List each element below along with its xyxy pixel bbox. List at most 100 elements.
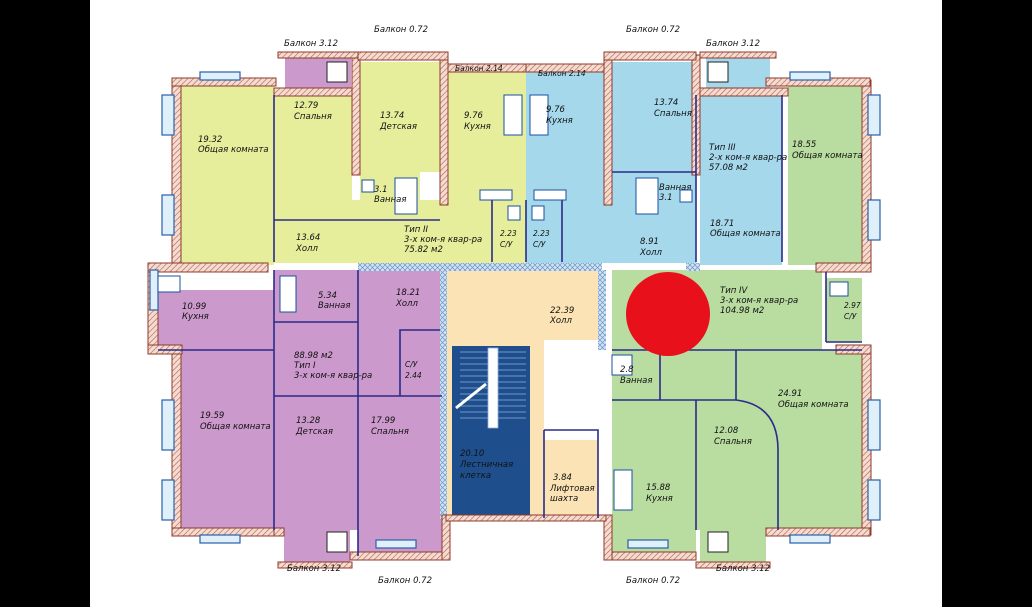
wall-top-f: [603, 51, 697, 61]
room-name-stair: Лестничная: [459, 460, 513, 470]
wall-int-13: [399, 329, 440, 396]
room-area-tl-living: 19.32: [198, 135, 222, 145]
room-area-tl-hall: 13.64: [296, 233, 320, 243]
room-name-tl-wc: С/У: [500, 240, 513, 249]
apt3-desc: 2-х ком-я квар-ра: [709, 153, 787, 163]
stair-well: [487, 347, 499, 429]
bathtub-3: [279, 275, 297, 313]
wall-bot-b: [273, 527, 285, 537]
wall-bot-d: [441, 514, 451, 561]
stair-arrow: [455, 382, 487, 410]
room-fill-lift: [544, 440, 598, 518]
balcony-label-c2: Балкон 2.14: [538, 69, 586, 78]
wall-top-c: [357, 51, 449, 61]
balcony-markers: [326, 61, 729, 553]
room-fill-tr-bedroom: [612, 62, 696, 172]
room-area-tl-bedroom: 12.79: [294, 101, 318, 111]
wall-mid-right: [815, 262, 872, 273]
room-area-lift: 3.84: [553, 473, 572, 483]
room-fill-l-hall-corridor: [274, 322, 440, 396]
room-name-tr2-living: Общая комната: [792, 151, 863, 161]
wall-int-curve: [735, 399, 779, 530]
room-area-l-hall: 18.21: [396, 288, 420, 298]
room-fill-tr2-living: [788, 85, 862, 265]
wall-v4: [603, 59, 613, 206]
room-area-tl-bath: 3.1: [374, 185, 388, 195]
balcony-corner-2: [707, 61, 729, 83]
window-1: [161, 94, 175, 136]
balcony-label-tl: Балкон 3.12: [284, 39, 338, 49]
toilet-1: [361, 179, 375, 193]
apt1-desc: 3-х ком-я квар-ра: [294, 371, 372, 381]
room-name-l-kitchen: Кухня: [182, 312, 209, 322]
window-8: [867, 479, 881, 521]
window-6: [867, 199, 881, 241]
room-name-tr-kitchen: Кухня: [546, 116, 573, 126]
wall-top-g: [695, 87, 789, 97]
balcony-rail-1: [277, 51, 359, 59]
room-name-tl-kids: Детская: [379, 122, 417, 132]
apt4-desc: 3-х ком-я квар-ра: [720, 296, 798, 306]
apt3-area: 57.08 м2: [709, 163, 748, 173]
wall-int-9: [695, 95, 783, 262]
room-name-stair-2: клетка: [460, 471, 491, 481]
room-fill-tr-living: [700, 95, 782, 265]
balcony-label-bl2: Балкон 0.72: [378, 576, 432, 586]
room-name-tl-bath: Ванная: [374, 195, 406, 205]
room-area-tr-bath: 3.1: [659, 193, 673, 203]
stove-3: [613, 469, 633, 511]
wall-top-b: [273, 87, 359, 97]
lobby-band-left: [440, 270, 447, 520]
balcony-rail-bl: [277, 561, 353, 569]
balcony-corner-3: [326, 531, 348, 553]
room-fill-bl-kids: [274, 396, 358, 530]
room-name-bl-kids: Детская: [295, 427, 333, 437]
apt2-area: 75.82 м2: [404, 245, 443, 255]
room-area-tl-kitchen: 9.76: [464, 111, 484, 121]
room-name-tr-living: Общая комната: [710, 229, 781, 239]
sink-3: [829, 281, 849, 297]
lobby-band-right: [598, 270, 606, 350]
red-marker: [626, 272, 710, 356]
balcony-label-c1: Балкон 2.14: [455, 64, 503, 73]
room-area-l-bath: 5.34: [318, 291, 337, 301]
room-fill-r-bedroom: [696, 400, 780, 530]
room-name-tr-hall: Холл: [639, 248, 662, 258]
room-name-r-bedroom: Спальня: [714, 437, 752, 447]
apt1-type: Тип I: [294, 361, 316, 371]
room-fill-tl-bedroom: [274, 95, 352, 220]
counter-1: [479, 189, 513, 201]
apt2-type: Тип II: [404, 225, 428, 235]
apt4-area: 104.98 м2: [720, 306, 764, 316]
balcony-label-br: Балкон 3.12: [716, 564, 770, 574]
balcony-corner-4: [707, 531, 729, 553]
toilet-3: [507, 205, 521, 221]
window-14: [375, 539, 417, 549]
room-area-tl-wc: 2.23: [500, 229, 517, 238]
room-name-l-bath: Ванная: [318, 301, 350, 311]
walls: [147, 51, 872, 569]
room-area-tr-living: 18.71: [710, 219, 734, 229]
window-12: [789, 534, 831, 544]
lobby-bands: [358, 263, 700, 520]
window-4: [161, 479, 175, 521]
room-labels: 19.32 Общая комната 12.79 Спальня 13.74 …: [182, 98, 863, 504]
room-area-tl-kids: 13.74: [380, 111, 404, 121]
wall-top-e: [525, 63, 605, 73]
room-fill-core-hall: [446, 270, 604, 340]
room-area-r-bedroom: 12.08: [714, 426, 739, 436]
balcony-label-tr2: Балкон 0.72: [626, 25, 680, 35]
room-name-tr-wc: С/У: [533, 240, 546, 249]
room-area-tr-hall: 8.91: [640, 237, 659, 247]
wall-int-8: [491, 200, 563, 262]
room-name-l-wc: С/У: [405, 360, 418, 369]
room-name-lift-2: шахта: [550, 494, 578, 504]
window-13: [149, 269, 159, 311]
wall-int-11: [612, 349, 862, 530]
window-2: [161, 194, 175, 236]
bathtub-2: [635, 177, 659, 215]
room-fill-tr-hall: [562, 172, 696, 263]
counter-2: [533, 189, 567, 201]
room-fill-bl-bedroom: [358, 396, 442, 556]
